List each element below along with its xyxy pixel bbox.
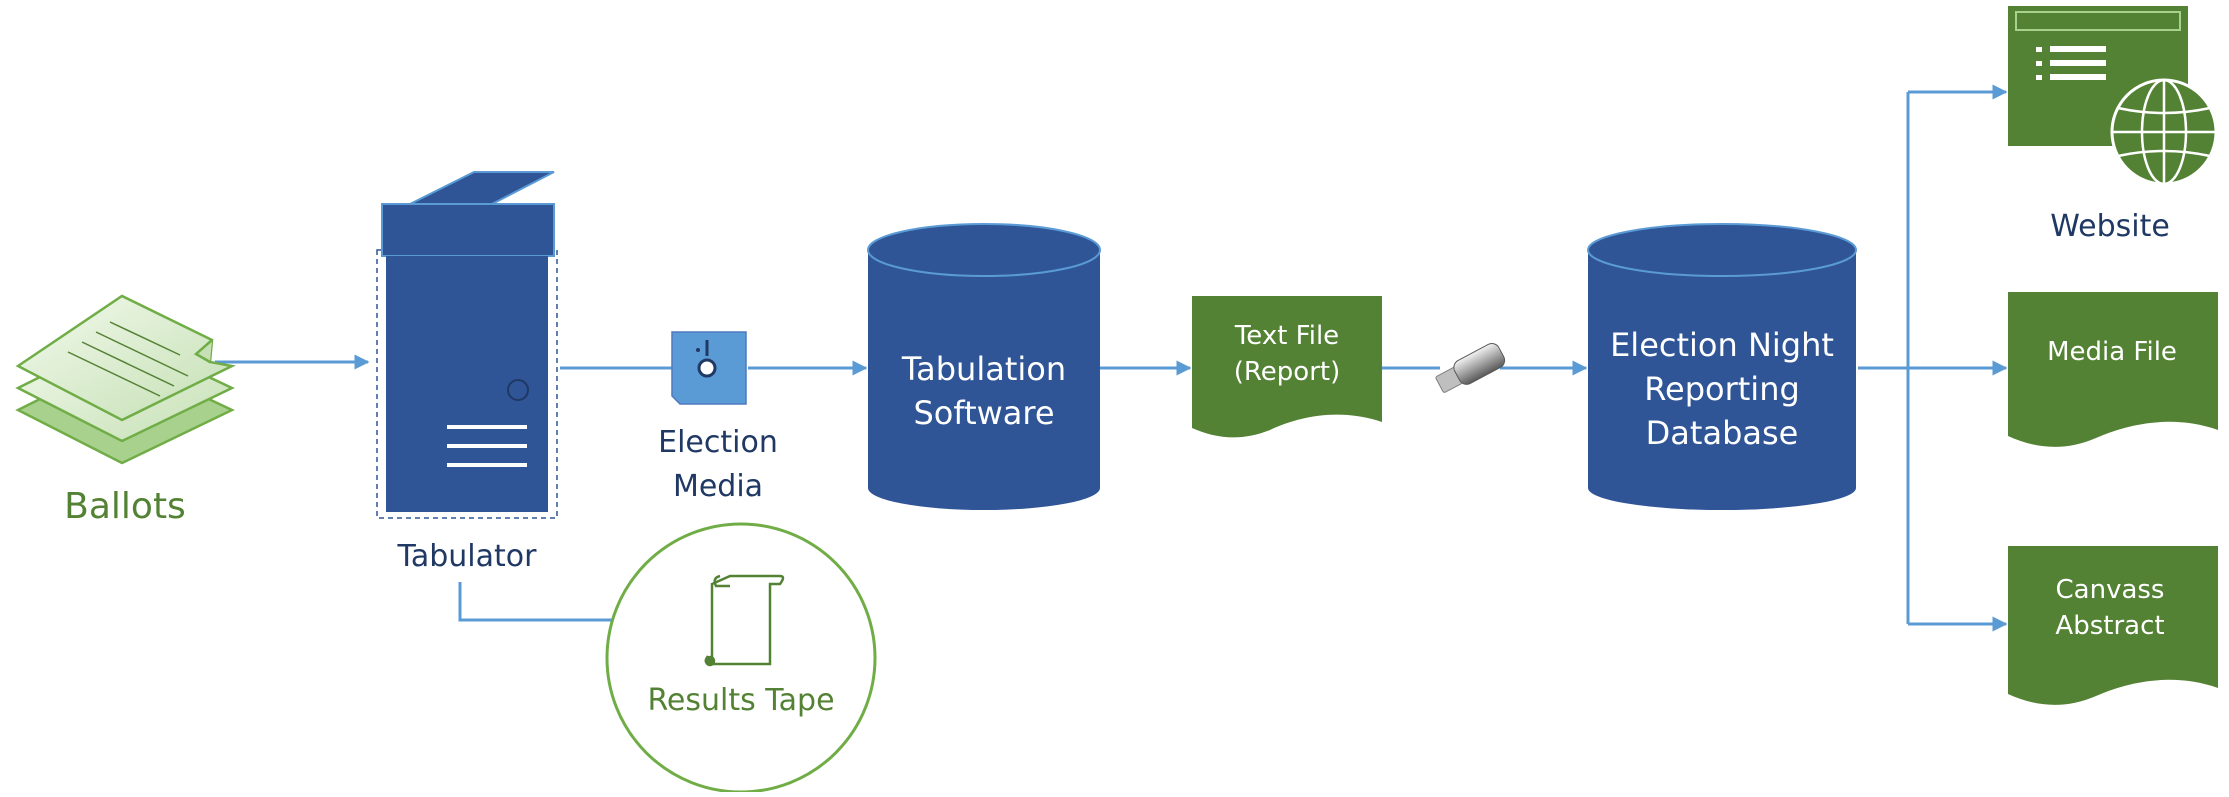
tabulation-software-label-line1: Tabulation [901,350,1066,388]
document-shape [1192,296,1382,438]
connectors [215,84,2008,632]
memory-card-icon [671,331,747,405]
election-media-label-line2: Media [673,469,763,504]
scroll-icon [704,574,785,667]
database-cylinder-shape [1587,223,1857,510]
canvass-abstract-label-line2: Abstract [2055,611,2164,641]
results-tape-label: Results Tape [647,683,834,718]
media-file-node: Media File [2008,292,2218,447]
web-page-globe-icon [2008,6,2218,186]
website-label: Website [2050,209,2170,244]
text-file-label-line2: (Report) [1234,357,1340,387]
enr-database-label-line3: Database [1646,414,1799,452]
election-media-node: Election Media [658,331,778,504]
document-shape [2008,292,2218,447]
tabulator-label: Tabulator [397,539,538,574]
enr-database-label-line2: Reporting [1644,370,1800,408]
tabulator-machine-icon [376,171,558,519]
text-file-node: Text File (Report) [1192,296,1382,438]
usb-drive-icon [1435,343,1506,393]
ballots-label: Ballots [64,486,186,527]
paper-stack-icon [15,294,236,465]
document-shape [2008,546,2218,705]
tabulator-node: Tabulator [376,171,558,574]
tabulation-software-label-line2: Software [913,394,1054,432]
ballots-node: Ballots [15,294,236,527]
enr-database-node: Election Night Reporting Database [1587,223,1857,510]
enr-database-label-line1: Election Night [1610,326,1834,364]
canvass-abstract-node: Canvass Abstract [2008,546,2218,705]
tabulation-software-node: Tabulation Software [867,223,1101,510]
website-node: Website [2008,6,2218,244]
database-cylinder-shape [867,223,1101,510]
canvass-abstract-label-line1: Canvass [2056,575,2165,605]
media-file-label: Media File [2047,337,2177,367]
text-file-label-line1: Text File [1234,321,1339,351]
election-media-label-line1: Election [658,425,778,460]
results-tape-node: Results Tape [605,522,877,794]
